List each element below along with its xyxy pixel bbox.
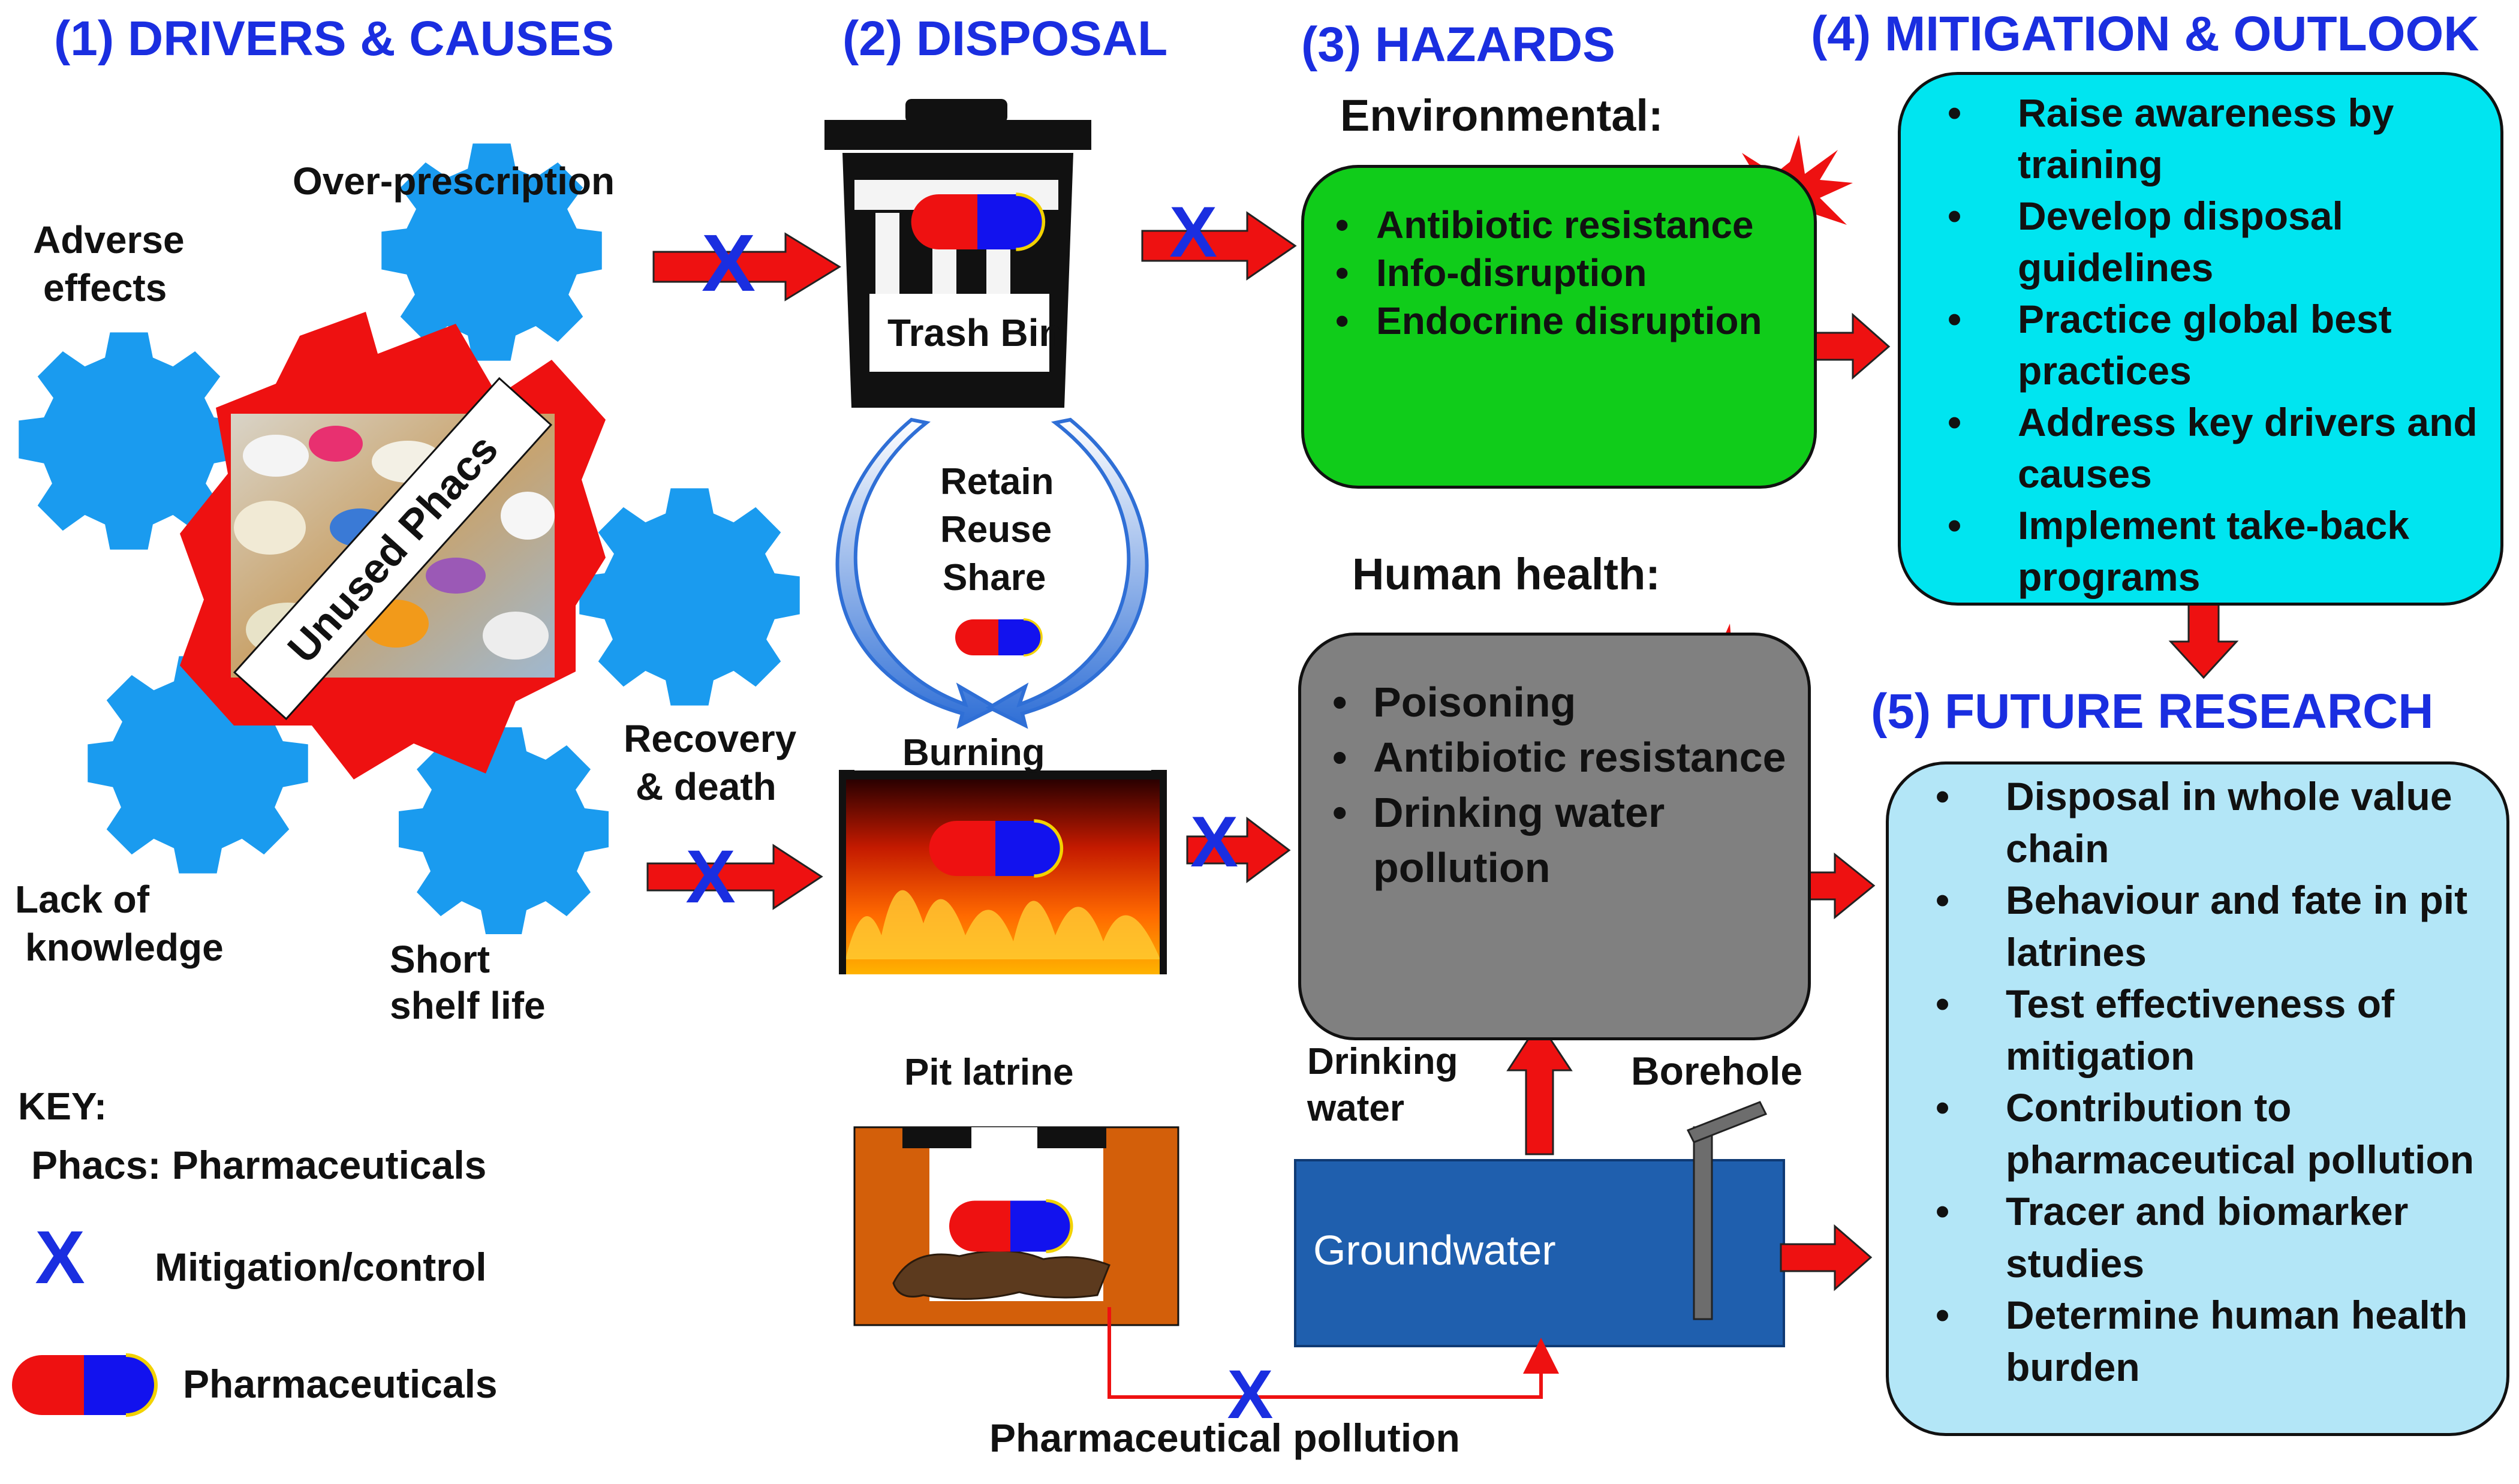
heading-disposal: (2) DISPOSAL <box>842 11 1168 66</box>
label-retain: Retain <box>940 461 1054 502</box>
future-research-box: Disposal in whole value chain Behaviour … <box>1886 761 2509 1436</box>
human-health-title: Human health: <box>1352 549 1660 599</box>
retain-cycle-left-arrow <box>835 417 1000 729</box>
unused-phacs-banner <box>233 377 553 721</box>
key-phacs: Phacs: Pharmaceuticals <box>31 1143 487 1187</box>
mitigation-item: Raise awareness by training <box>1901 87 2500 190</box>
label-groundwater: Groundwater <box>1313 1227 1556 1274</box>
mitigation-x-icon: X <box>685 835 735 919</box>
human-item: Drinking water pollution <box>1301 785 1808 895</box>
mitigation-x-icon: X <box>1169 192 1217 272</box>
future-item: Disposal in whole value chain <box>1889 770 2506 874</box>
label-lack-1: Lack of <box>15 878 150 921</box>
arrow-burning-to-human <box>1186 816 1291 883</box>
future-item: Determine human health burden <box>1889 1289 2506 1393</box>
pit-latrine-icon <box>853 1126 1179 1326</box>
label-adverse-2: effects <box>43 266 167 309</box>
mitigation-x-icon: X <box>1190 802 1238 882</box>
human-item: Antibiotic resistance <box>1301 730 1808 785</box>
arrow-groundwater-to-human <box>1506 1021 1573 1155</box>
mitigation-item: Develop disposal guidelines <box>1901 190 2500 293</box>
pill-icon <box>911 194 1044 249</box>
pill-icon <box>954 618 1043 657</box>
human-health-box: Poisoning Antibiotic resistance Drinking… <box>1298 633 1811 1040</box>
label-drinking-1: Drinking <box>1307 1041 1458 1082</box>
arrow-trash-to-env <box>1141 211 1297 281</box>
human-item: Poisoning <box>1301 675 1808 730</box>
mitigation-item: Implement take-back programs <box>1901 499 2500 603</box>
future-item: Contribution to pharmaceutical pollution <box>1889 1082 2506 1185</box>
key-pill-icon <box>12 1355 156 1415</box>
arrow-env-to-mitigation <box>1810 312 1891 380</box>
key-mitigation: Mitigation/control <box>155 1245 487 1289</box>
heading-drivers: (1) DRIVERS & CAUSES <box>54 11 615 66</box>
pollution-line <box>1107 1307 1559 1399</box>
label-short-1: Short <box>390 938 490 981</box>
borehole-pipe-top <box>1686 1101 1768 1143</box>
label-trash-bin: Trash Bin <box>887 311 1063 354</box>
env-item: Info-disruption <box>1304 249 1814 297</box>
label-share: Share <box>943 557 1046 598</box>
mitigation-item: Address key drivers and causes <box>1901 396 2500 499</box>
gear-icon <box>399 727 609 934</box>
label-drinking-2: water <box>1307 1088 1404 1129</box>
arrow-groundwater-to-future <box>1780 1224 1873 1292</box>
future-item: Test effectiveness of mitigation <box>1889 978 2506 1082</box>
environmental-hazards-box: Antibiotic resistance Info-disruption En… <box>1301 165 1817 489</box>
gear-icon <box>579 488 800 706</box>
borehole-pipe <box>1693 1126 1713 1320</box>
label-pit-latrine: Pit latrine <box>904 1052 1074 1093</box>
key-title: KEY: <box>18 1085 107 1128</box>
arrow-mitigation-to-future <box>2168 595 2239 679</box>
env-item: Antibiotic resistance <box>1304 201 1814 249</box>
label-borehole: Borehole <box>1631 1049 1803 1093</box>
label-adverse-1: Adverse <box>33 218 185 261</box>
future-item: Tracer and biomarker studies <box>1889 1185 2506 1289</box>
future-item: Behaviour and fate in pit latrines <box>1889 874 2506 978</box>
trash-bin-icon <box>824 99 1091 408</box>
pill-icon <box>949 1201 1072 1252</box>
heading-future: (5) FUTURE RESEARCH <box>1871 684 2434 739</box>
arrow-to-trash <box>652 232 841 302</box>
key-x-icon: X <box>35 1216 85 1299</box>
label-recovery-2: & death <box>636 765 777 808</box>
mitigation-box: Raise awareness by training Develop disp… <box>1898 72 2503 606</box>
label-burning: Burning <box>902 732 1045 773</box>
label-short-2: shelf life <box>390 984 546 1027</box>
mitigation-item: Practice global best practices <box>1901 293 2500 396</box>
heading-mitigation: (4) MITIGATION & OUTLOOK <box>1811 7 2479 61</box>
env-item: Endocrine disruption <box>1304 297 1814 345</box>
label-lack-2: knowledge <box>25 926 224 969</box>
arrow-to-burning <box>646 844 823 910</box>
mitigation-x-icon: X <box>702 218 756 308</box>
label-recovery-1: Recovery <box>624 717 797 760</box>
environmental-title: Environmental: <box>1340 91 1663 140</box>
label-over-prescription: Over-prescription <box>293 159 615 203</box>
burning-fire-icon <box>839 770 1167 974</box>
key-pharmaceuticals: Pharmaceuticals <box>183 1362 498 1406</box>
retain-cycle-right-arrow <box>985 417 1149 729</box>
label-reuse: Reuse <box>940 509 1052 550</box>
label-pharmaceutical-pollution: Pharmaceutical pollution <box>989 1416 1460 1460</box>
mitigation-x-icon: X <box>1227 1356 1274 1433</box>
heading-hazards: (3) HAZARDS <box>1301 17 1615 72</box>
